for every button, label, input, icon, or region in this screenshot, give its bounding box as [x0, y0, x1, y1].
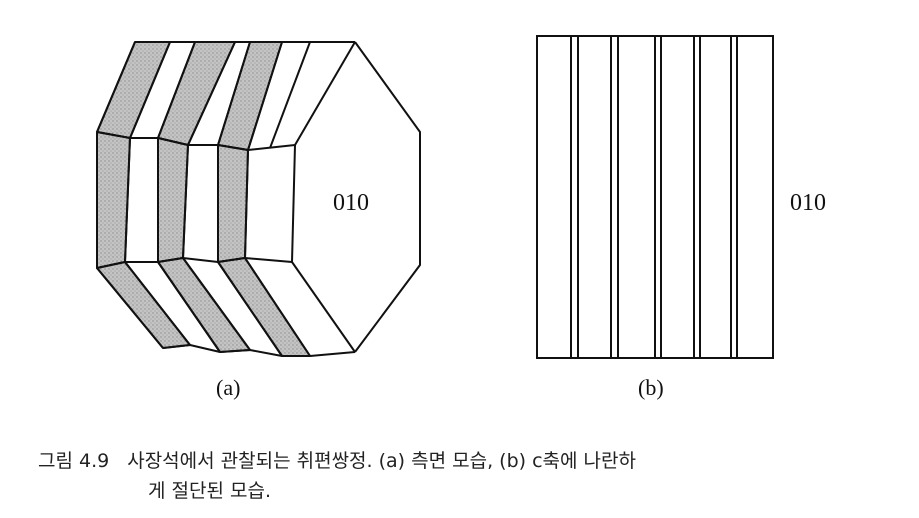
crystal-drawing-a: [96, 41, 421, 357]
section-drawing-b: [536, 35, 774, 359]
panel-a-label: (a): [216, 375, 241, 400]
face-label-010-b: 010: [790, 190, 826, 216]
caption-text-1: 사장석에서 관찰되는 취편쌍정. (a) 측면 모습, (b) c축에 나란하: [127, 450, 636, 472]
caption-line-1: 그림 4.9 사장석에서 관찰되는 취편쌍정. (a) 측면 모습, (b) c축…: [30, 446, 636, 476]
caption-text-2: 게 절단된 모습.: [148, 480, 271, 502]
face-label-010-a: 010: [333, 190, 369, 216]
panel-b-label: (b): [638, 375, 664, 400]
shaded-lamellae-middle: [96, 131, 249, 269]
crystal-outline: [96, 41, 421, 357]
twinning-figure: [96, 35, 774, 359]
caption-line-2: 게 절단된 모습.: [148, 476, 271, 506]
twin-lamella-lines: [570, 36, 738, 358]
figure-number: 그림 4.9: [38, 450, 110, 472]
